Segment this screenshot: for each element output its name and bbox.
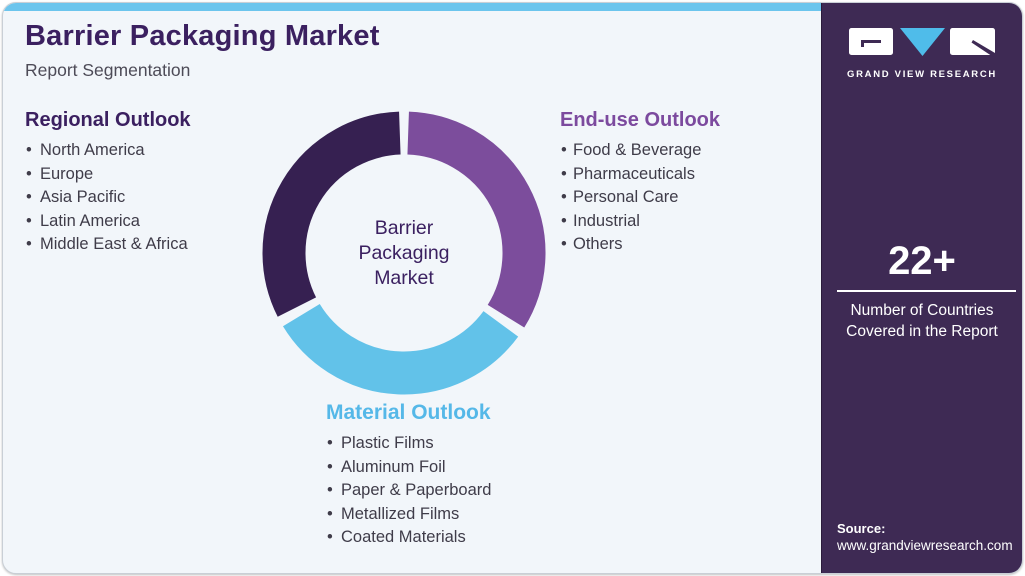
- list-item: Coated Materials: [326, 526, 491, 550]
- donut-center-line: Market: [374, 266, 434, 289]
- list-item: North America: [25, 139, 191, 163]
- donut-center-line: Barrier: [374, 216, 434, 239]
- list-item: Pharmaceuticals: [560, 163, 720, 187]
- list-item: Plastic Films: [326, 432, 491, 456]
- regional-outlook-list: North AmericaEuropeAsia PacificLatin Ame…: [25, 139, 191, 257]
- donut-center-line: Packaging: [358, 241, 450, 264]
- material-outlook-section: Material Outlook Plastic FilmsAluminum F…: [326, 401, 491, 550]
- list-item: Food & Beverage: [560, 139, 720, 163]
- source-block: Source: www.grandviewresearch.com: [837, 521, 1013, 553]
- material-outlook-list: Plastic FilmsAluminum FoilPaper & Paperb…: [326, 432, 491, 550]
- gvr-logo-wordmark: GRAND VIEW RESEARCH: [846, 69, 997, 80]
- source-label: Source:: [837, 521, 886, 536]
- list-item: Personal Care: [560, 186, 720, 210]
- sidebar-panel: GRAND VIEW RESEARCH 22+ Number of Countr…: [821, 3, 1022, 573]
- top-accent-bar: [3, 3, 824, 11]
- header: Barrier Packaging Market Report Segmenta…: [25, 20, 380, 81]
- list-item: Asia Pacific: [25, 186, 191, 210]
- donut-chart: Barrier Packaging Market: [262, 111, 546, 395]
- end-use-outlook-section: End-use Outlook Food & BeveragePharmaceu…: [560, 109, 720, 257]
- end-use-outlook-list: Food & BeveragePharmaceuticalsPersonal C…: [560, 139, 720, 257]
- list-item: Industrial: [560, 210, 720, 234]
- donut-segment-end-use: [406, 111, 546, 328]
- countries-stat: 22+ Number of Countries Covered in the R…: [822, 241, 1022, 342]
- page-subtitle: Report Segmentation: [25, 59, 191, 80]
- regional-outlook-section: Regional Outlook North AmericaEuropeAsia…: [25, 109, 191, 257]
- countries-stat-label: Number of Countries Covered in the Repor…: [846, 302, 998, 340]
- gvr-logo: GRAND VIEW RESEARCH: [822, 27, 1022, 80]
- list-item: Middle East & Africa: [25, 233, 191, 257]
- donut-segment-regional: [262, 111, 402, 317]
- list-item: Latin America: [25, 210, 191, 234]
- list-item: Paper & Paperboard: [326, 479, 491, 503]
- page-title: Barrier Packaging Market: [25, 20, 380, 52]
- source-url: www.grandviewresearch.com: [837, 538, 1013, 553]
- stat-divider: [837, 290, 1016, 292]
- list-item: Others: [560, 233, 720, 257]
- donut-segment-material: [282, 303, 519, 395]
- end-use-outlook-heading: End-use Outlook: [560, 109, 720, 131]
- list-item: Europe: [25, 163, 191, 187]
- donut-center-label: Barrier Packaging Market: [312, 161, 496, 345]
- donut-chart-rings: [262, 111, 546, 395]
- gvr-logo-icon: [849, 28, 995, 56]
- list-item: Aluminum Foil: [326, 456, 491, 480]
- list-item: Metallized Films: [326, 503, 491, 527]
- countries-count: 22+: [888, 239, 956, 283]
- regional-outlook-heading: Regional Outlook: [25, 109, 191, 131]
- material-outlook-heading: Material Outlook: [326, 401, 491, 424]
